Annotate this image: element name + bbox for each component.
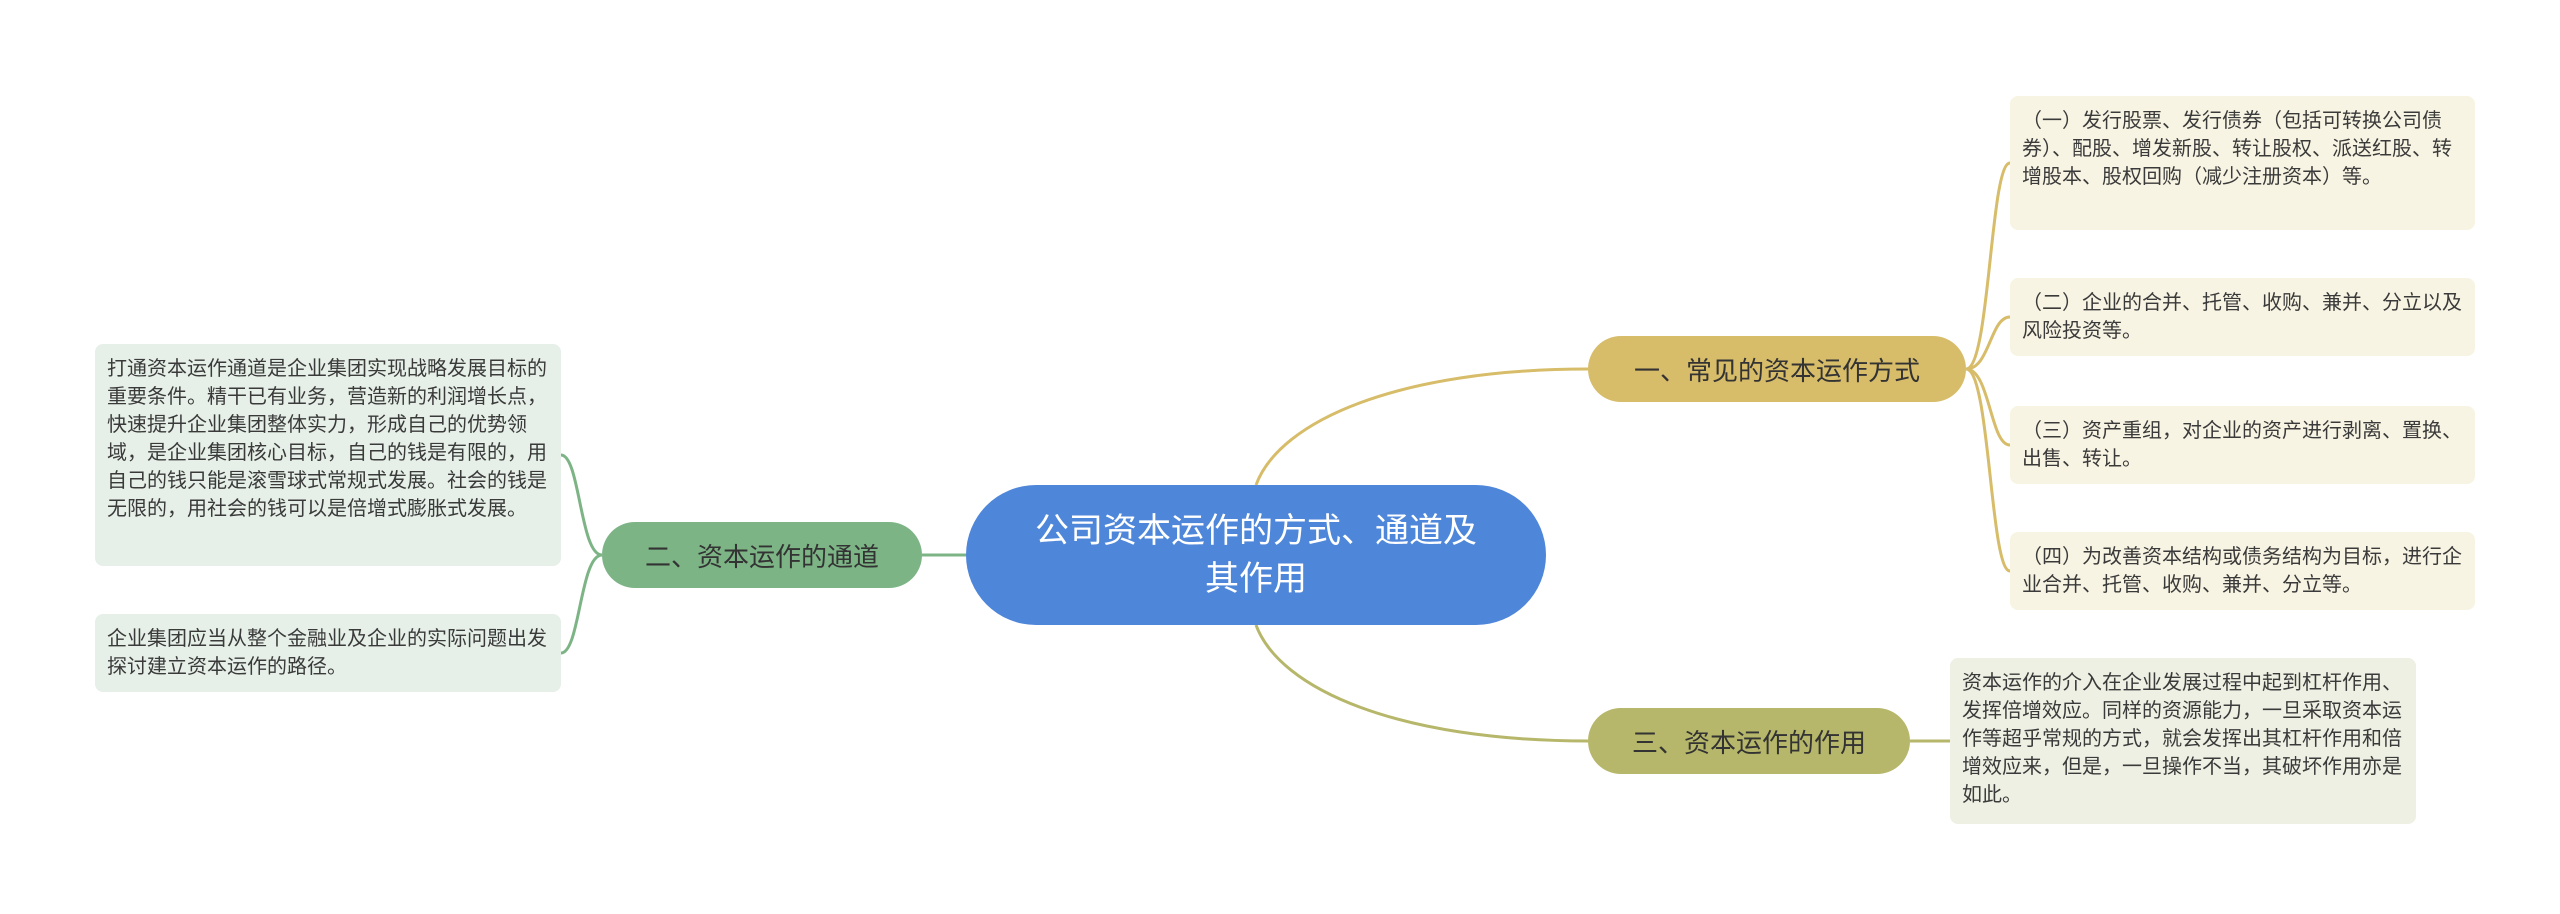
connector-branch-2-to-leaf-1 (560, 453, 603, 557)
connector-branch-1-to-leaf-3 (1965, 367, 2011, 447)
leaf-node-text: （三）资产重组，对企业的资产进行剥离、置换、出售、转让。 (2022, 418, 2462, 470)
branch-node-functions[interactable]: 三、资本运作的作用 (1588, 708, 1910, 774)
leaf-node-text: （二）企业的合并、托管、收购、兼并、分立以及风险投资等。 (2022, 290, 2462, 342)
leaf-node-text: 资本运作的介入在企业发展过程中起到杠杆作用、发挥倍增效应。同样的资源能力，一旦采… (1962, 670, 2402, 806)
branch-node-channels[interactable]: 二、资本运作的通道 (602, 522, 922, 588)
leaf-node-channel-1[interactable]: 打通资本运作通道是企业集团实现战略发展目标的重要条件。精干已有业务，营造新的利润… (95, 344, 561, 566)
leaf-node-method-1[interactable]: （一）发行股票、发行债券（包括可转换公司债券）、配股、增发新股、转让股权、派送红… (2010, 96, 2475, 230)
connector-branch-1-to-leaf-1 (1965, 161, 2011, 371)
connector-branch-1-to-leaf-4 (1965, 367, 2011, 573)
connector-branch-2-to-leaf-2 (560, 553, 603, 655)
connector-branch-1-to-leaf-2 (1965, 315, 2011, 371)
branch-node-label: 三、资本运作的作用 (1631, 728, 1866, 759)
leaf-node-text: （一）发行股票、发行债券（包括可转换公司债券）、配股、增发新股、转让股权、派送红… (2022, 108, 2452, 188)
branch-node-label: 一、常见的资本运作方式 (1633, 356, 1920, 387)
connector-root-to-branch-1 (1254, 367, 1589, 486)
leaf-node-method-4[interactable]: （四）为改善资本结构或债务结构为目标，进行企业合并、托管、收购、兼并、分立等。 (2010, 532, 2475, 610)
leaf-node-method-2[interactable]: （二）企业的合并、托管、收购、兼并、分立以及风险投资等。 (2010, 278, 2475, 356)
root-node-label: 公司资本运作的方式、通道及其作用 (1035, 511, 1477, 599)
leaf-node-method-3[interactable]: （三）资产重组，对企业的资产进行剥离、置换、出售、转让。 (2010, 406, 2475, 484)
branch-node-label: 二、资本运作的通道 (644, 542, 879, 573)
leaf-node-text: 打通资本运作通道是企业集团实现战略发展目标的重要条件。精干已有业务，营造新的利润… (107, 356, 547, 520)
leaf-node-text: 企业集团应当从整个金融业及企业的实际问题出发探讨建立资本运作的路径。 (107, 626, 547, 678)
branch-node-common-methods[interactable]: 一、常见的资本运作方式 (1588, 336, 1966, 402)
leaf-node-text: （四）为改善资本结构或债务结构为目标，进行企业合并、托管、收购、兼并、分立等。 (2022, 544, 2462, 596)
root-node[interactable]: 公司资本运作的方式、通道及其作用 (966, 485, 1546, 625)
leaf-node-channel-2[interactable]: 企业集团应当从整个金融业及企业的实际问题出发探讨建立资本运作的路径。 (95, 614, 561, 692)
leaf-node-function-1[interactable]: 资本运作的介入在企业发展过程中起到杠杆作用、发挥倍增效应。同样的资源能力，一旦采… (1950, 658, 2416, 824)
connector-root-to-branch-3 (1254, 624, 1589, 743)
